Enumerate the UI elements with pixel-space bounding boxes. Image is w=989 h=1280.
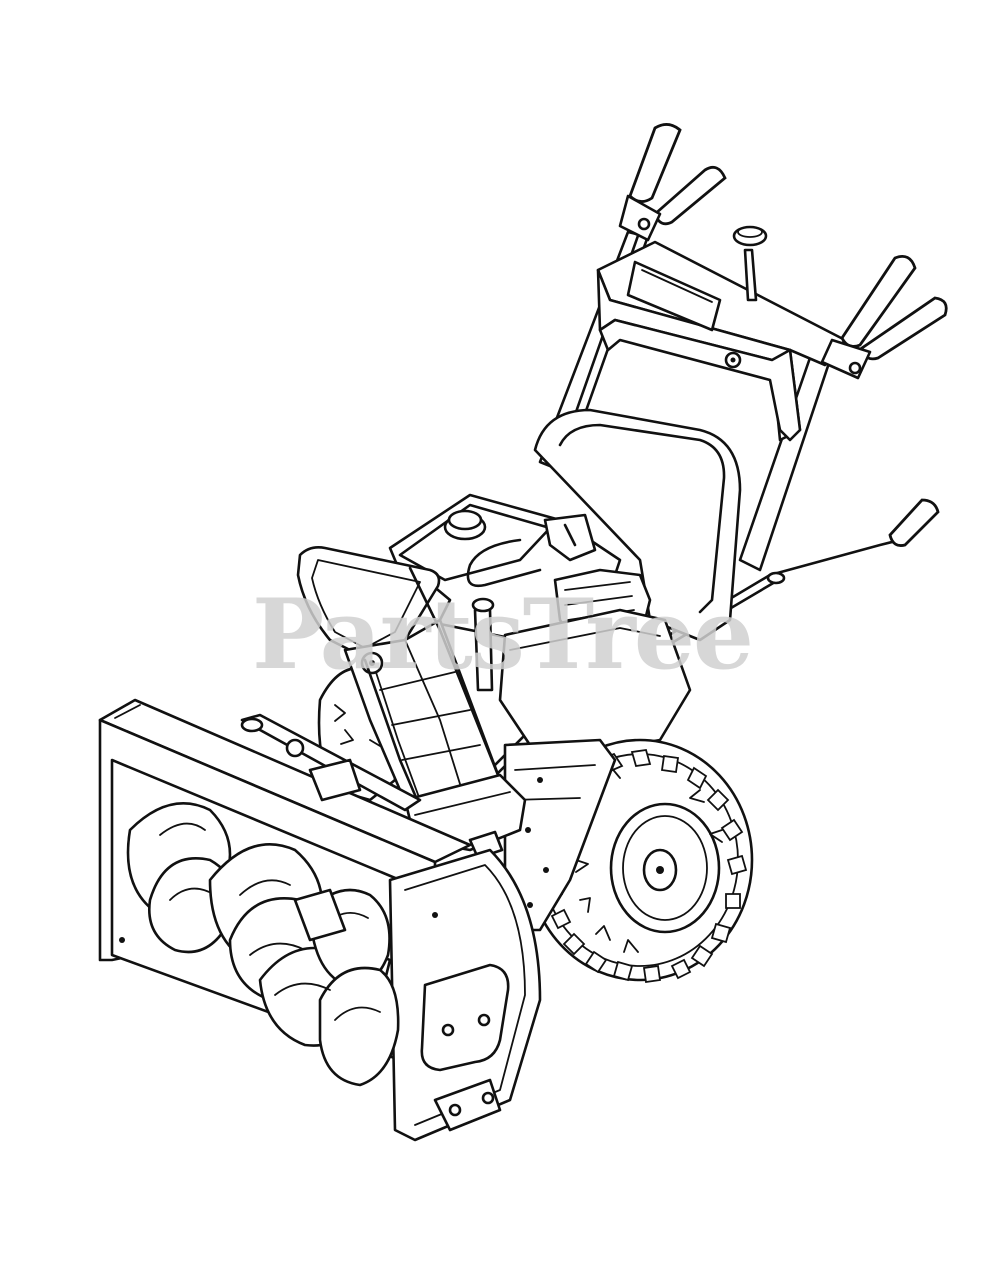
augers: [126, 802, 400, 1087]
right-handle-grips: [820, 254, 948, 380]
left-handle-grips: [618, 123, 727, 242]
watermark-text: PartsTree: [252, 578, 752, 691]
auger-housing: [98, 698, 542, 1142]
